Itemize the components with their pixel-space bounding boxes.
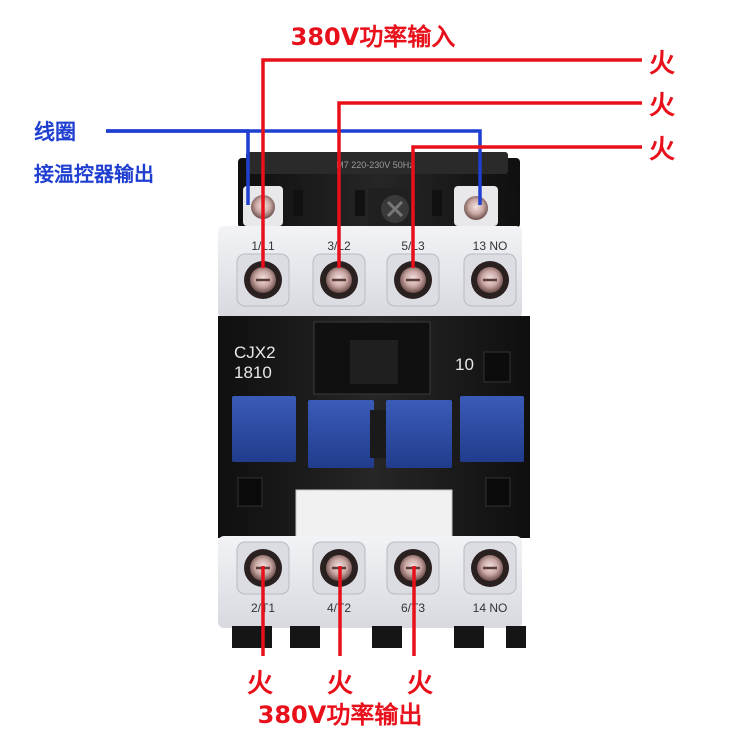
coil-label-plate — [246, 152, 508, 174]
live-label-t2: 火 — [327, 669, 353, 699]
live-label-l1: 火 — [649, 49, 675, 79]
rating-text: 1810 — [234, 363, 272, 382]
button-center-left[interactable] — [308, 400, 374, 468]
input-wire-l2 — [337, 101, 642, 268]
wiring — [106, 58, 642, 656]
model-text: CJX2 — [234, 343, 276, 362]
live-label-t1: 火 — [247, 669, 273, 699]
thermostat-output-label: 接温控器输出 — [34, 162, 154, 186]
power-input-label: 380V功率输入 — [291, 23, 456, 51]
input-wire-l3 — [411, 145, 642, 268]
input-wire-l1 — [261, 58, 642, 268]
button-left[interactable] — [232, 396, 296, 462]
coil-wire-a2 — [106, 129, 482, 205]
top-terminal-label: 13 NO — [473, 239, 508, 253]
coil-screw-a2-icon[interactable] — [464, 196, 488, 220]
button-center-right[interactable] — [386, 400, 452, 468]
live-label-l3: 火 — [649, 135, 675, 165]
bottom-terminal-label: 14 NO — [473, 601, 508, 615]
blue-test-buttons — [232, 396, 524, 468]
button-right[interactable] — [460, 396, 524, 462]
live-label-t3: 火 — [407, 669, 433, 699]
top-terminal-block — [218, 226, 522, 318]
aux-code-text: 10 — [455, 355, 474, 374]
coil-label: 线圈 — [34, 120, 76, 144]
bottom-terminal-block — [218, 536, 522, 628]
coil-rating-text: M7 220-230V 50Hz — [336, 160, 414, 170]
live-label-l2: 火 — [649, 91, 675, 121]
power-output-label: 380V功率输出 — [258, 701, 423, 729]
